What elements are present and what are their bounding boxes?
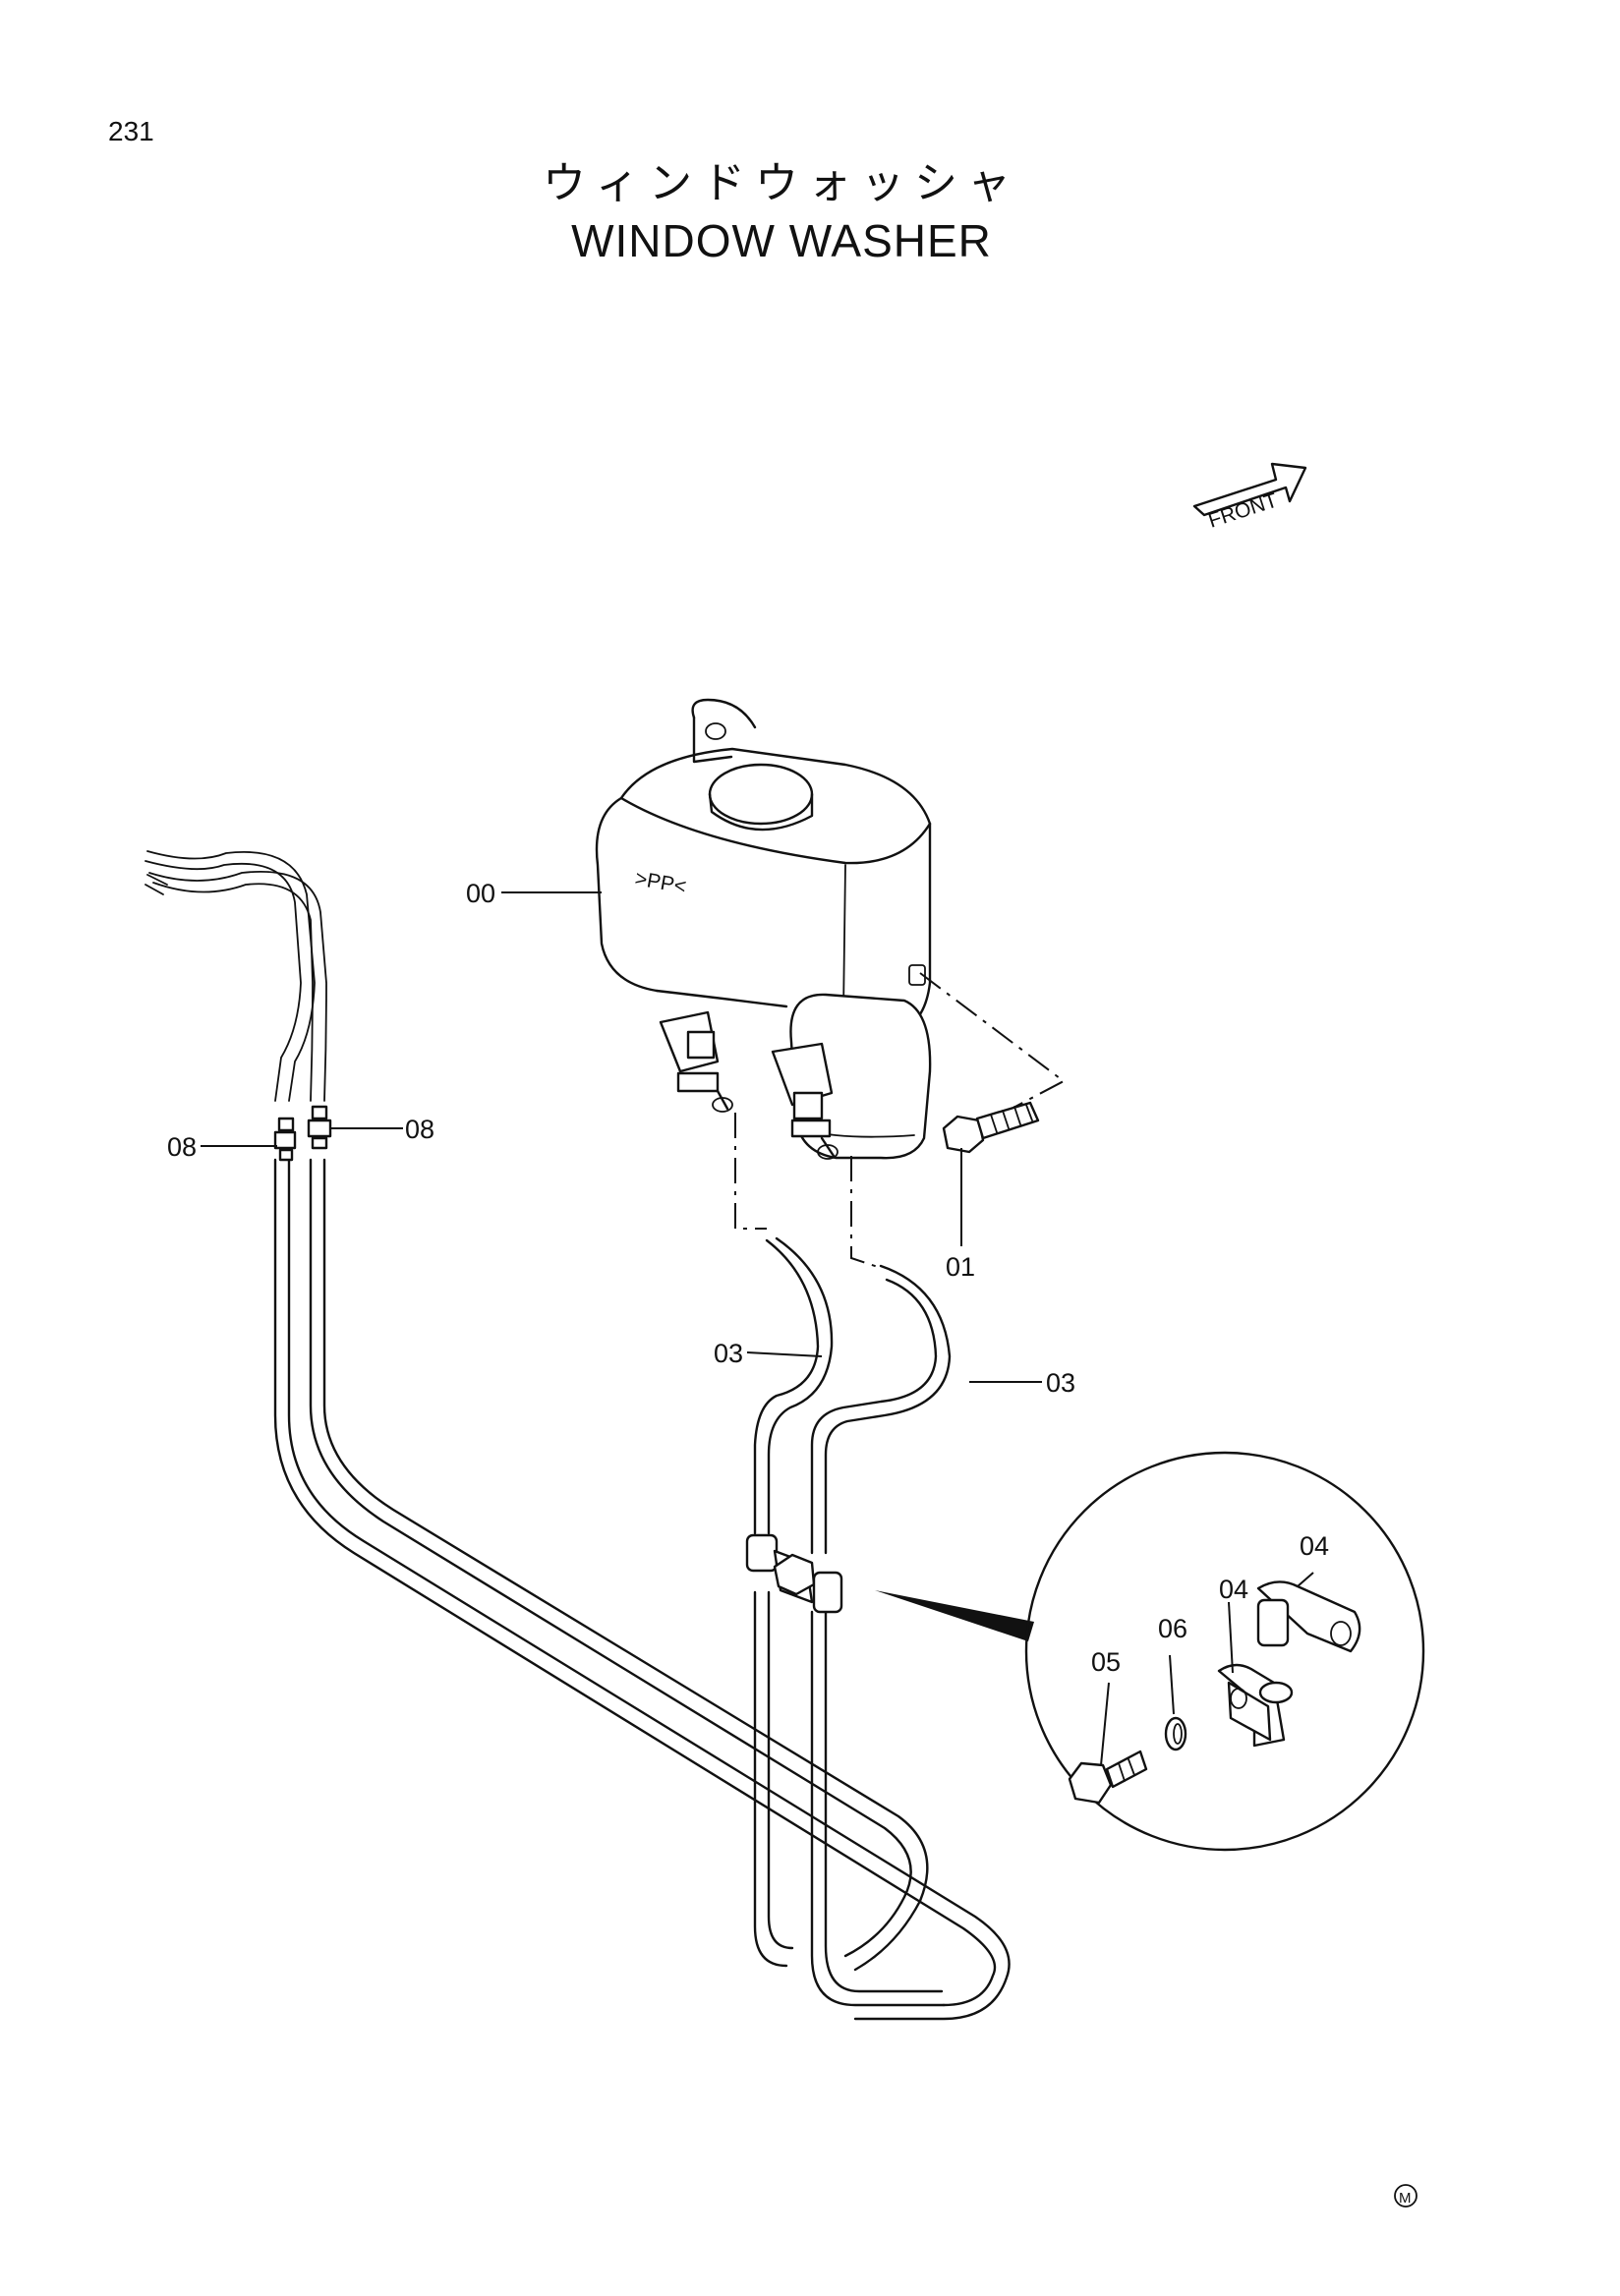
title-japanese: ウィンドウォッシャ — [543, 158, 1020, 208]
clamp-washer — [1164, 1716, 1187, 1751]
callout-joint-left: 08 — [167, 1132, 197, 1162]
title-english: WINDOW WASHER — [571, 215, 992, 266]
hose-left — [753, 1236, 834, 1968]
callout-clamp-lower: 04 — [1219, 1575, 1248, 1604]
clamp-bolt — [1068, 1750, 1148, 1805]
callout-joint-right: 08 — [405, 1115, 434, 1144]
joint-right — [307, 1105, 332, 1150]
joint-left — [273, 1117, 297, 1162]
callout-bolt-tank: 01 — [946, 1252, 975, 1282]
page-number: 231 — [108, 116, 154, 146]
tank-bolt — [919, 972, 1066, 1154]
front-arrow-icon: FRONT — [1192, 462, 1307, 533]
washer-tank: >PP< — [595, 698, 932, 1160]
detail-pointer — [875, 1590, 1034, 1641]
pump-left — [659, 1010, 733, 1113]
footer-mark: M — [1399, 2190, 1412, 2207]
hose-right — [810, 1264, 952, 2007]
pump-right — [771, 1042, 839, 1160]
callout-hose-left: 03 — [714, 1339, 743, 1368]
hose-long — [273, 1158, 1011, 2021]
hose-upper — [145, 850, 327, 1102]
clamp-lower — [1217, 1663, 1294, 1748]
title-block: ウィンドウォッシャ WINDOW WASHER — [0, 147, 1563, 267]
detail-view — [1024, 1451, 1425, 1852]
callout-clamp-upper: 04 — [1300, 1531, 1329, 1561]
callout-washer: 06 — [1158, 1614, 1187, 1643]
clamp-upper — [1256, 1580, 1361, 1653]
callout-hose-right: 03 — [1046, 1368, 1075, 1398]
tank-marking: >PP< — [633, 867, 688, 898]
callout-tank: 00 — [466, 879, 495, 908]
hose-clamp — [745, 1533, 843, 1614]
callout-bolt-clamp: 05 — [1091, 1647, 1121, 1677]
